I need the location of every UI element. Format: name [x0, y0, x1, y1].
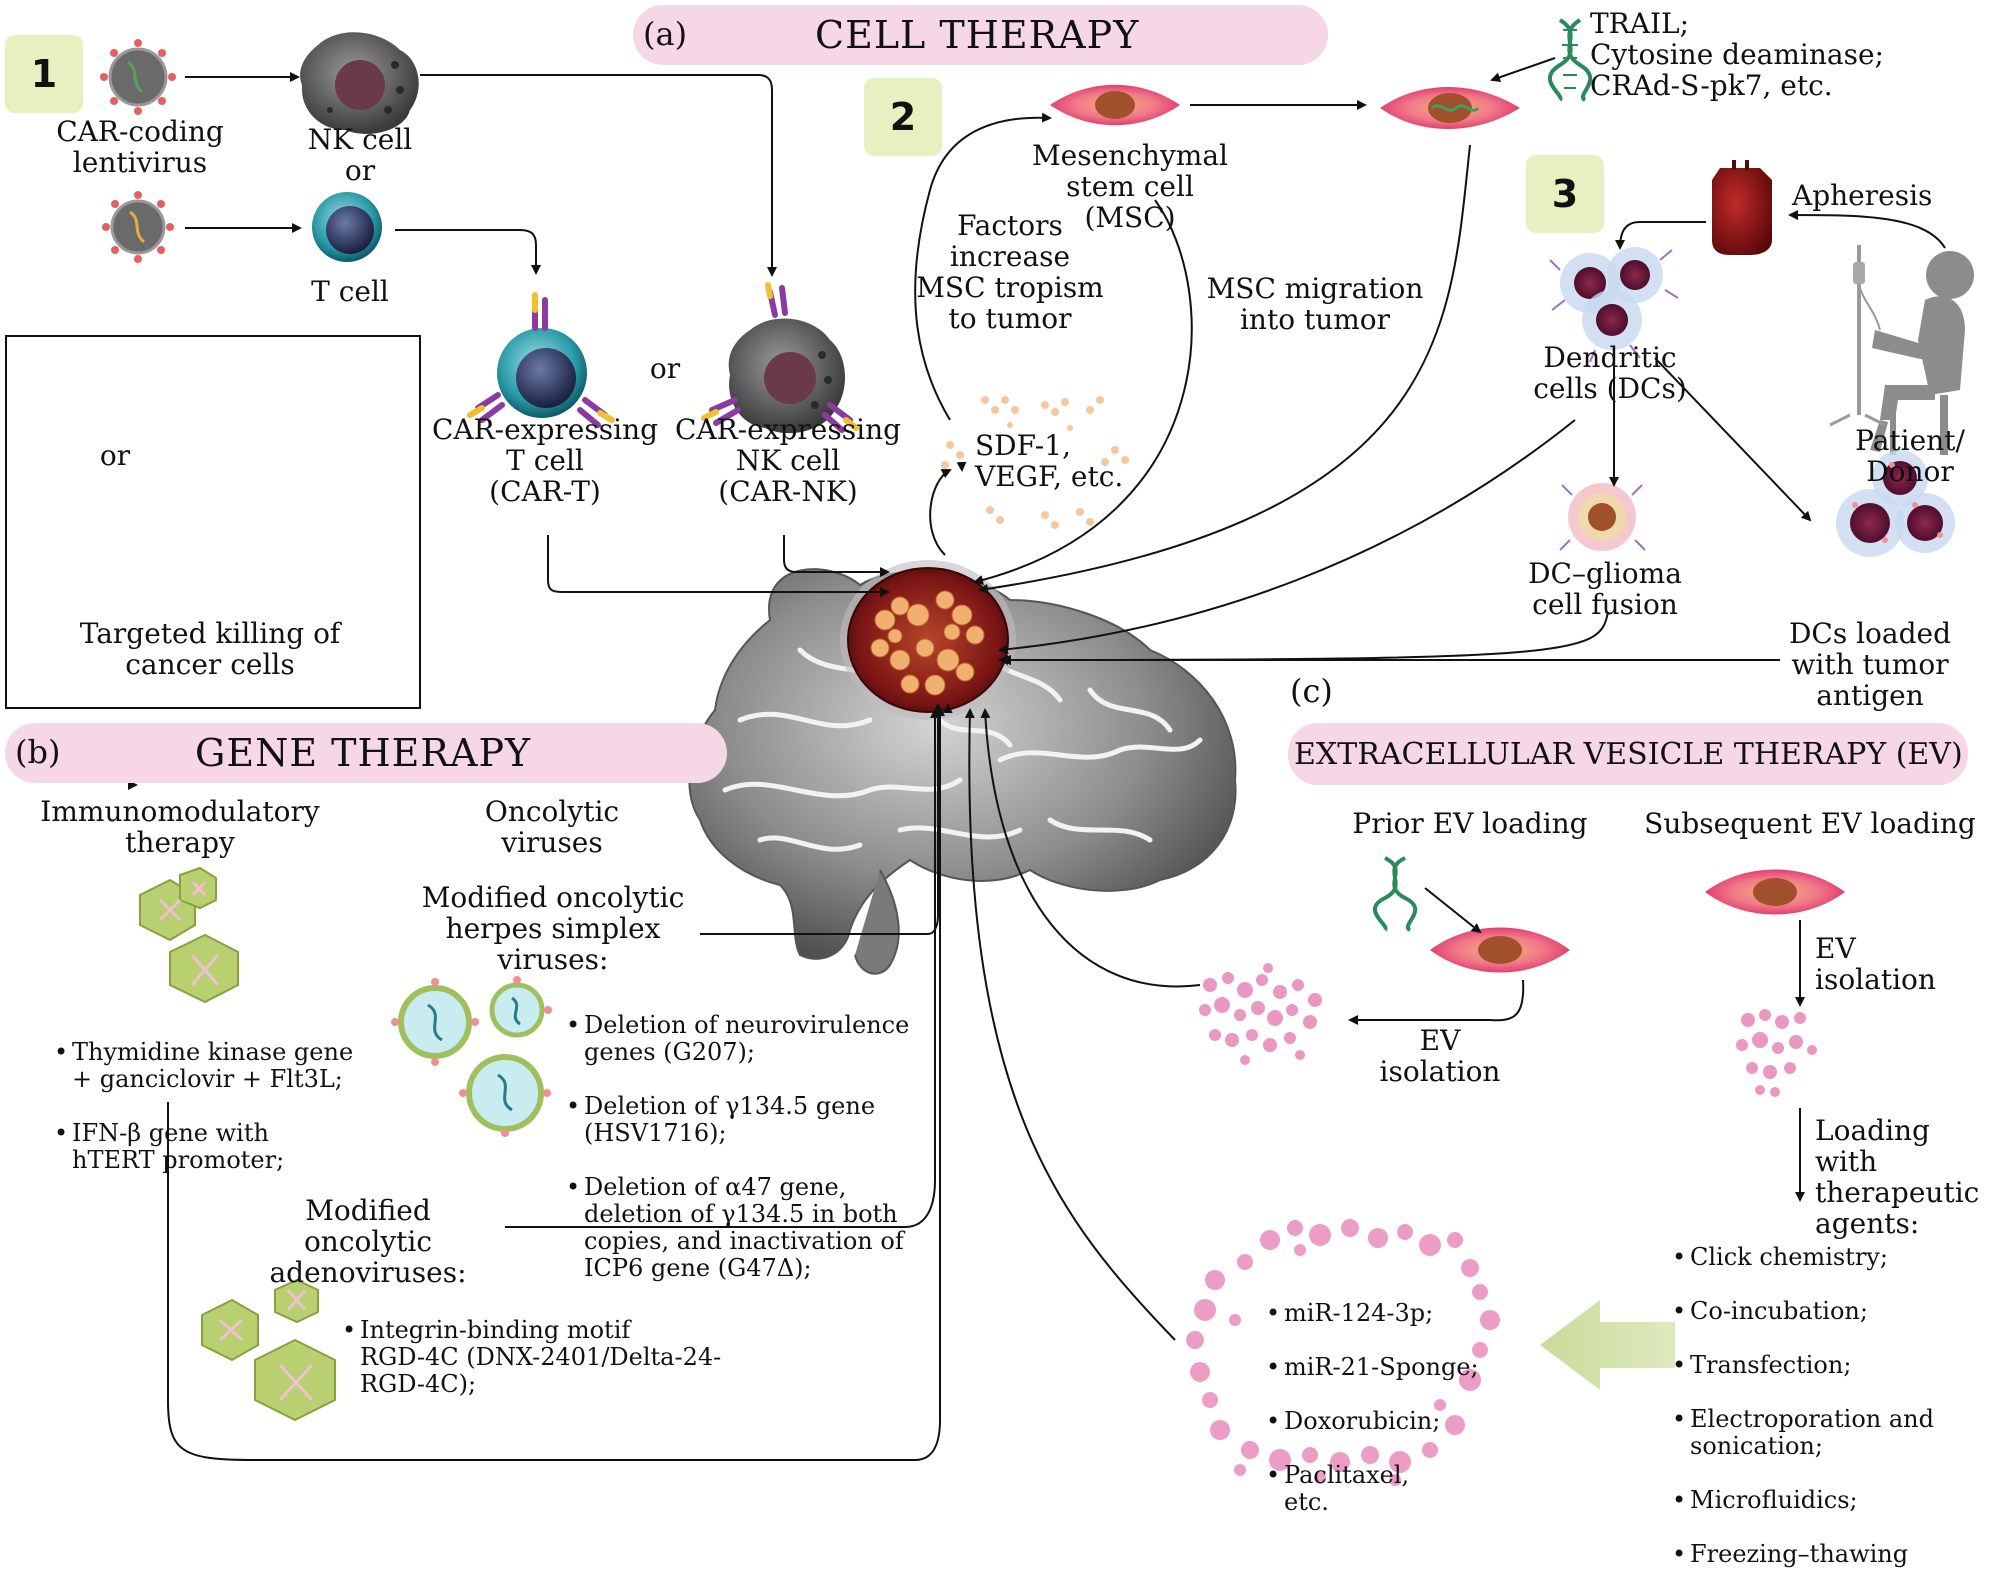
ev-cargo-list: miR-124-3p; miR-21-Sponge; Doxorubicin; … [1262, 1273, 1502, 1543]
ev-vesicles-left [1199, 963, 1322, 1065]
dcs-loaded-antigen-icon [1836, 450, 1955, 557]
ev-isolation-right-label: EV isolation [1815, 932, 1936, 996]
ev-isolation-left-label: EV isolation [1379, 1024, 1501, 1088]
ev-cargo-item: Doxorubicin; [1262, 1408, 1502, 1436]
herpes-item: Deletion of α47 gene, deletion of γ134.5… [562, 1174, 922, 1282]
ev-msc-right-icon [1705, 869, 1845, 915]
ev-therapy-banner: EXTRACELLULAR VESICLE THERAPY (EV) [1288, 723, 1968, 785]
gene-therapy-title: GENE THERAPY [195, 731, 532, 775]
immuno-list: Thymidine kinase gene + ganciclovir + Fl… [50, 1012, 380, 1201]
patient-donor-label: Patient/ Donor [1855, 424, 1965, 488]
dna-icon [1548, 18, 1593, 102]
lentivirus-t-icon [102, 191, 174, 263]
msc-cell-icon [1050, 84, 1180, 126]
step-1-badge: 1 [5, 35, 83, 113]
ev-therapy-title: EXTRACELLULAR VESICLE THERAPY (EV) [1294, 737, 1963, 772]
onco-title: Oncolytic viruses [484, 795, 620, 859]
car-nk-label: CAR-expressing NK cell (CAR-NK) [674, 413, 902, 508]
t-cell-label: T cell [311, 275, 389, 308]
msc-factors-label: Factors increase MSC tropism to tumor [916, 209, 1104, 335]
adeno-title: Modified oncolytic adenoviruses: [269, 1194, 467, 1289]
dc-loaded-label: DCs loaded with tumor antigen [1788, 617, 1952, 712]
ev-method-item: Co-incubation; [1668, 1298, 1968, 1326]
ev-method-item: Microfluidics; [1668, 1487, 1968, 1515]
car-lentivirus-icon [100, 39, 176, 115]
car-nk-cell-icon [701, 282, 859, 434]
car-t-cell-icon [467, 292, 615, 428]
immuno-item: Thymidine kinase gene + ganciclovir + Fl… [50, 1039, 380, 1093]
gene-therapy-tag: (b) [15, 733, 61, 771]
dendritic-cells-label: Dendritic cells (DCs) [1533, 341, 1687, 405]
immuno-title: Immunomodulatory therapy [40, 795, 320, 859]
herpes-item: Deletion of neurovirulence genes (G207); [562, 1012, 922, 1066]
killing-label: Targeted killing of cancer cells [79, 617, 341, 681]
msc-label: Mesenchymal stem cell (MSC) [1032, 139, 1228, 234]
nk-cell-label: NK cell or [307, 123, 413, 187]
dc-fusion-label: DC–glioma cell fusion [1528, 557, 1682, 621]
ev-method-item: Click chemistry; [1668, 1244, 1968, 1272]
cell-therapy-tag: (a) [643, 15, 688, 53]
ev-methods-list: Click chemistry; Co-incubation; Transfec… [1668, 1217, 1968, 1595]
cell-therapy-banner: (a) CELL THERAPY [633, 5, 1328, 65]
apheresis-label: Apheresis [1792, 179, 1933, 212]
ev-msc-left-icon [1430, 927, 1570, 973]
step-2-badge: 2 [864, 78, 942, 156]
ev-method-item: Electroporation and sonication; [1668, 1406, 1968, 1460]
brain-illustration [688, 568, 1237, 975]
ev-cargo-item: Paclitaxel, etc. [1262, 1462, 1502, 1516]
car-lentivirus-label: CAR-coding lentivirus [56, 115, 224, 179]
nk-cell-icon [300, 32, 419, 134]
ev-cargo-item: miR-124-3p; [1262, 1300, 1502, 1328]
car-t-label: CAR-expressing T cell (CAR-T) [431, 413, 659, 508]
connector-arrows [167, 57, 1946, 1461]
big-loading-arrow [1540, 1300, 1675, 1390]
patient-donor-icon [1829, 245, 1974, 455]
immuno-item: IFN-β gene with hTERT promoter; [50, 1120, 380, 1174]
adeno-item: Integrin-binding motif RGD-4C (DNX-2401/… [338, 1317, 778, 1398]
ev-method-item: Transfection; [1668, 1352, 1968, 1380]
ev-therapy-tag: (c) [1290, 672, 1333, 710]
gene-therapy-banner: (b) GENE THERAPY [5, 723, 727, 783]
msc-payload-label: TRAIL; Cytosine deaminase; CRAd-S-pk7, e… [1590, 7, 1884, 102]
ev-loading-label: Loading with therapeutic agents: [1815, 1114, 1980, 1240]
sdf-label: SDF-1, VEGF, etc. [975, 429, 1124, 493]
sdf-factors-cloud [941, 396, 1129, 529]
ev-subsequent-label: Subsequent EV loading [1644, 807, 1976, 840]
ev-prior-label: Prior EV loading [1352, 807, 1588, 840]
step-3-badge: 3 [1526, 155, 1604, 233]
killing-or-label: or [99, 439, 131, 472]
immuno-viruses-icon [139, 866, 239, 1004]
car-or-label: or [649, 352, 681, 385]
herpes-viruses-icon [391, 976, 552, 1137]
engineered-msc-icon [1380, 87, 1520, 129]
dendritic-cells-icon [1549, 247, 1679, 363]
herpes-item: Deletion of γ134.5 gene (HSV1716); [562, 1093, 922, 1147]
adeno-list: Integrin-binding motif RGD-4C (DNX-2401/… [338, 1290, 778, 1425]
ev-cargo-item: miR-21-Sponge; [1262, 1354, 1502, 1382]
herpes-title: Modified oncolytic herpes simplex viruse… [421, 881, 685, 976]
msc-migration-label: MSC migration into tumor [1206, 272, 1424, 336]
tumor-illustration [840, 560, 1016, 720]
t-cell-icon [312, 192, 382, 262]
blood-bag-icon [1712, 160, 1772, 255]
ev-vesicles-right [1736, 1009, 1817, 1097]
adeno-viruses-icon [201, 1278, 336, 1422]
killing-inset [5, 335, 421, 709]
herpes-list: Deletion of neurovirulence genes (G207);… [562, 985, 922, 1309]
ev-dna-icon [1373, 856, 1418, 932]
cell-therapy-title: CELL THERAPY [815, 13, 1140, 57]
ev-method-item: Freezing–thawing [1668, 1541, 1968, 1569]
dc-glioma-fusion-icon [1559, 483, 1646, 551]
